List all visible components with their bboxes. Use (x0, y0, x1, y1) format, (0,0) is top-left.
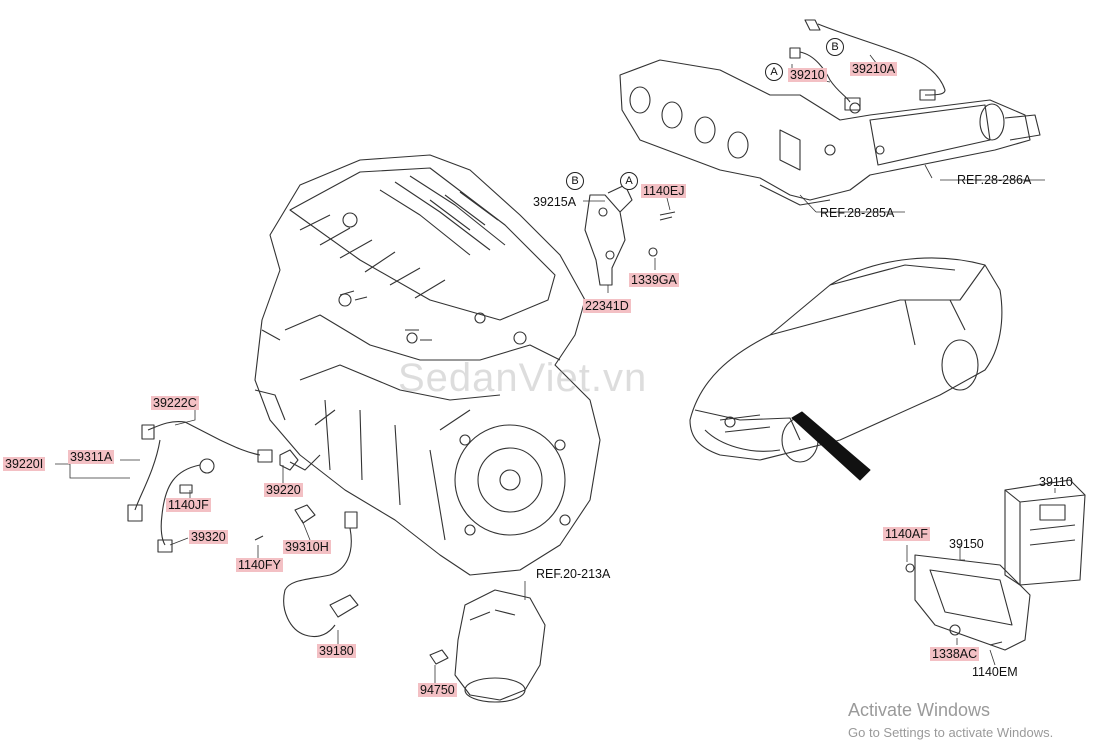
marker-a-bracket: A (620, 172, 638, 190)
ecu-drawing (1004, 479, 1086, 586)
part-1140jf[interactable]: 1140JF (166, 498, 211, 512)
part-39215a[interactable]: 39215A (533, 195, 577, 209)
part-39311a[interactable]: 39311A (68, 450, 115, 464)
part-1339ga[interactable]: 1339GA (629, 273, 679, 287)
marker-b-top: B (826, 38, 844, 56)
marker-b-bracket: B (566, 172, 584, 190)
ref-28-286a[interactable]: REF.28-286A (957, 173, 1032, 187)
exhaust-manifold-drawing (619, 59, 1041, 206)
oxygen-sensor-drawing (789, 19, 946, 111)
leader-lines (55, 54, 1056, 688)
bracket-drawing (584, 184, 676, 286)
activation-subtitle[interactable]: Go to Settings to activate Windows. (848, 725, 1054, 740)
part-39210a[interactable]: 39210A (850, 62, 898, 76)
part-1140em[interactable]: 1140EM (972, 665, 1018, 679)
part-39210[interactable]: 39210 (788, 68, 827, 82)
part-39220[interactable]: 39220 (264, 483, 303, 497)
ref-28-285a[interactable]: REF.28-285A (820, 206, 895, 220)
part-39220i[interactable]: 39220I (3, 457, 46, 471)
activation-title[interactable]: Activate Windows (848, 700, 991, 720)
ref-20-213a[interactable]: REF.20-213A (536, 567, 611, 581)
part-39110[interactable]: 39110 (1039, 475, 1073, 489)
ecu-bracket-drawing (905, 554, 1031, 651)
car-drawing (689, 257, 1003, 463)
transmission-housing-drawing (429, 589, 546, 703)
part-22341d[interactable]: 22341D (583, 299, 631, 313)
part-39222c[interactable]: 39222C (151, 396, 199, 410)
crank-sensor-drawing (283, 511, 359, 638)
part-39320[interactable]: 39320 (189, 530, 228, 544)
part-39180[interactable]: 39180 (317, 644, 356, 658)
sensor-wiring-drawing (127, 421, 316, 553)
part-39310h[interactable]: 39310H (283, 540, 331, 554)
engine-block-drawing (254, 154, 601, 576)
watermark: SedanViet.vn (398, 356, 648, 400)
part-1140ej[interactable]: 1140EJ (641, 184, 687, 198)
part-94750[interactable]: 94750 (418, 683, 457, 697)
part-39150[interactable]: 39150 (949, 537, 984, 551)
part-1338ac[interactable]: 1338AC (930, 647, 980, 661)
marker-a-top: A (765, 63, 783, 81)
part-1140af[interactable]: 1140AF (883, 527, 930, 541)
part-1140fy[interactable]: 1140FY (236, 558, 283, 572)
